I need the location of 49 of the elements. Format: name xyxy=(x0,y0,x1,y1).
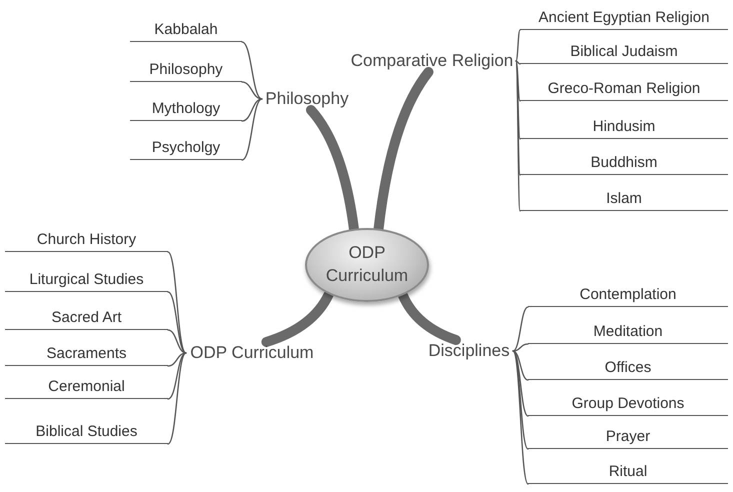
connector-line xyxy=(167,251,187,354)
central-ellipse: ODP Curriculum xyxy=(305,228,429,302)
connector-line xyxy=(241,98,263,122)
underlined-topic: Mythology xyxy=(130,97,242,121)
connector-line xyxy=(515,60,521,102)
underlined-topic: Ceremonial xyxy=(5,375,168,399)
connector-line xyxy=(515,29,521,62)
connector-line xyxy=(241,41,263,100)
underlined-topic: Offices xyxy=(528,356,728,380)
connector-line xyxy=(512,350,529,381)
connector-line xyxy=(512,350,529,485)
branch-label: Disciplines xyxy=(425,340,513,362)
connector-line xyxy=(515,60,521,212)
connector-line xyxy=(167,291,187,354)
underlined-topic: Islam xyxy=(520,187,728,211)
underlined-topic: Psycholgy xyxy=(130,136,242,160)
underlined-topic: Liturgical Studies xyxy=(5,268,168,292)
underlined-topic: Ancient Egyptian Religion xyxy=(520,6,728,30)
underlined-topic: Kabbalah xyxy=(130,18,242,42)
underlined-topic: Contemplation xyxy=(528,283,728,307)
underlined-topic: Group Devotions xyxy=(528,392,728,416)
thick-branch xyxy=(261,289,334,347)
underlined-topic: Church History xyxy=(5,228,168,252)
connector-line xyxy=(241,81,263,100)
underlined-topic: Greco-Roman Religion xyxy=(520,77,728,101)
underlined-topic: Prayer xyxy=(528,425,728,449)
underlined-topic: Hindusim xyxy=(520,115,728,139)
underlined-topic: Ritual xyxy=(528,460,728,484)
connector-line xyxy=(167,352,187,445)
connector-line xyxy=(167,329,187,354)
connector-line xyxy=(515,60,521,176)
connector-line xyxy=(512,350,529,450)
connector-line xyxy=(512,306,529,352)
underlined-topic: Buddhism xyxy=(520,151,728,175)
connector-line xyxy=(512,343,529,352)
connector-line xyxy=(515,60,521,65)
underlined-topic: Meditation xyxy=(528,320,728,344)
underlined-topic: Sacred Art xyxy=(5,306,168,330)
connector-line xyxy=(167,352,187,367)
connector-line xyxy=(167,352,187,400)
connector-line xyxy=(512,350,529,417)
branch-label: Comparative Religion xyxy=(348,50,516,72)
underlined-topic: Biblical Judaism xyxy=(520,40,728,64)
underlined-topic: Biblical Studies xyxy=(5,420,168,444)
branch-label: Philosophy xyxy=(262,88,352,110)
branch-label: ODP Curriculum xyxy=(186,342,318,364)
underlined-topic: Sacraments xyxy=(5,342,168,366)
connector-line xyxy=(241,98,263,161)
underlined-topic: Philosophy xyxy=(130,58,242,82)
